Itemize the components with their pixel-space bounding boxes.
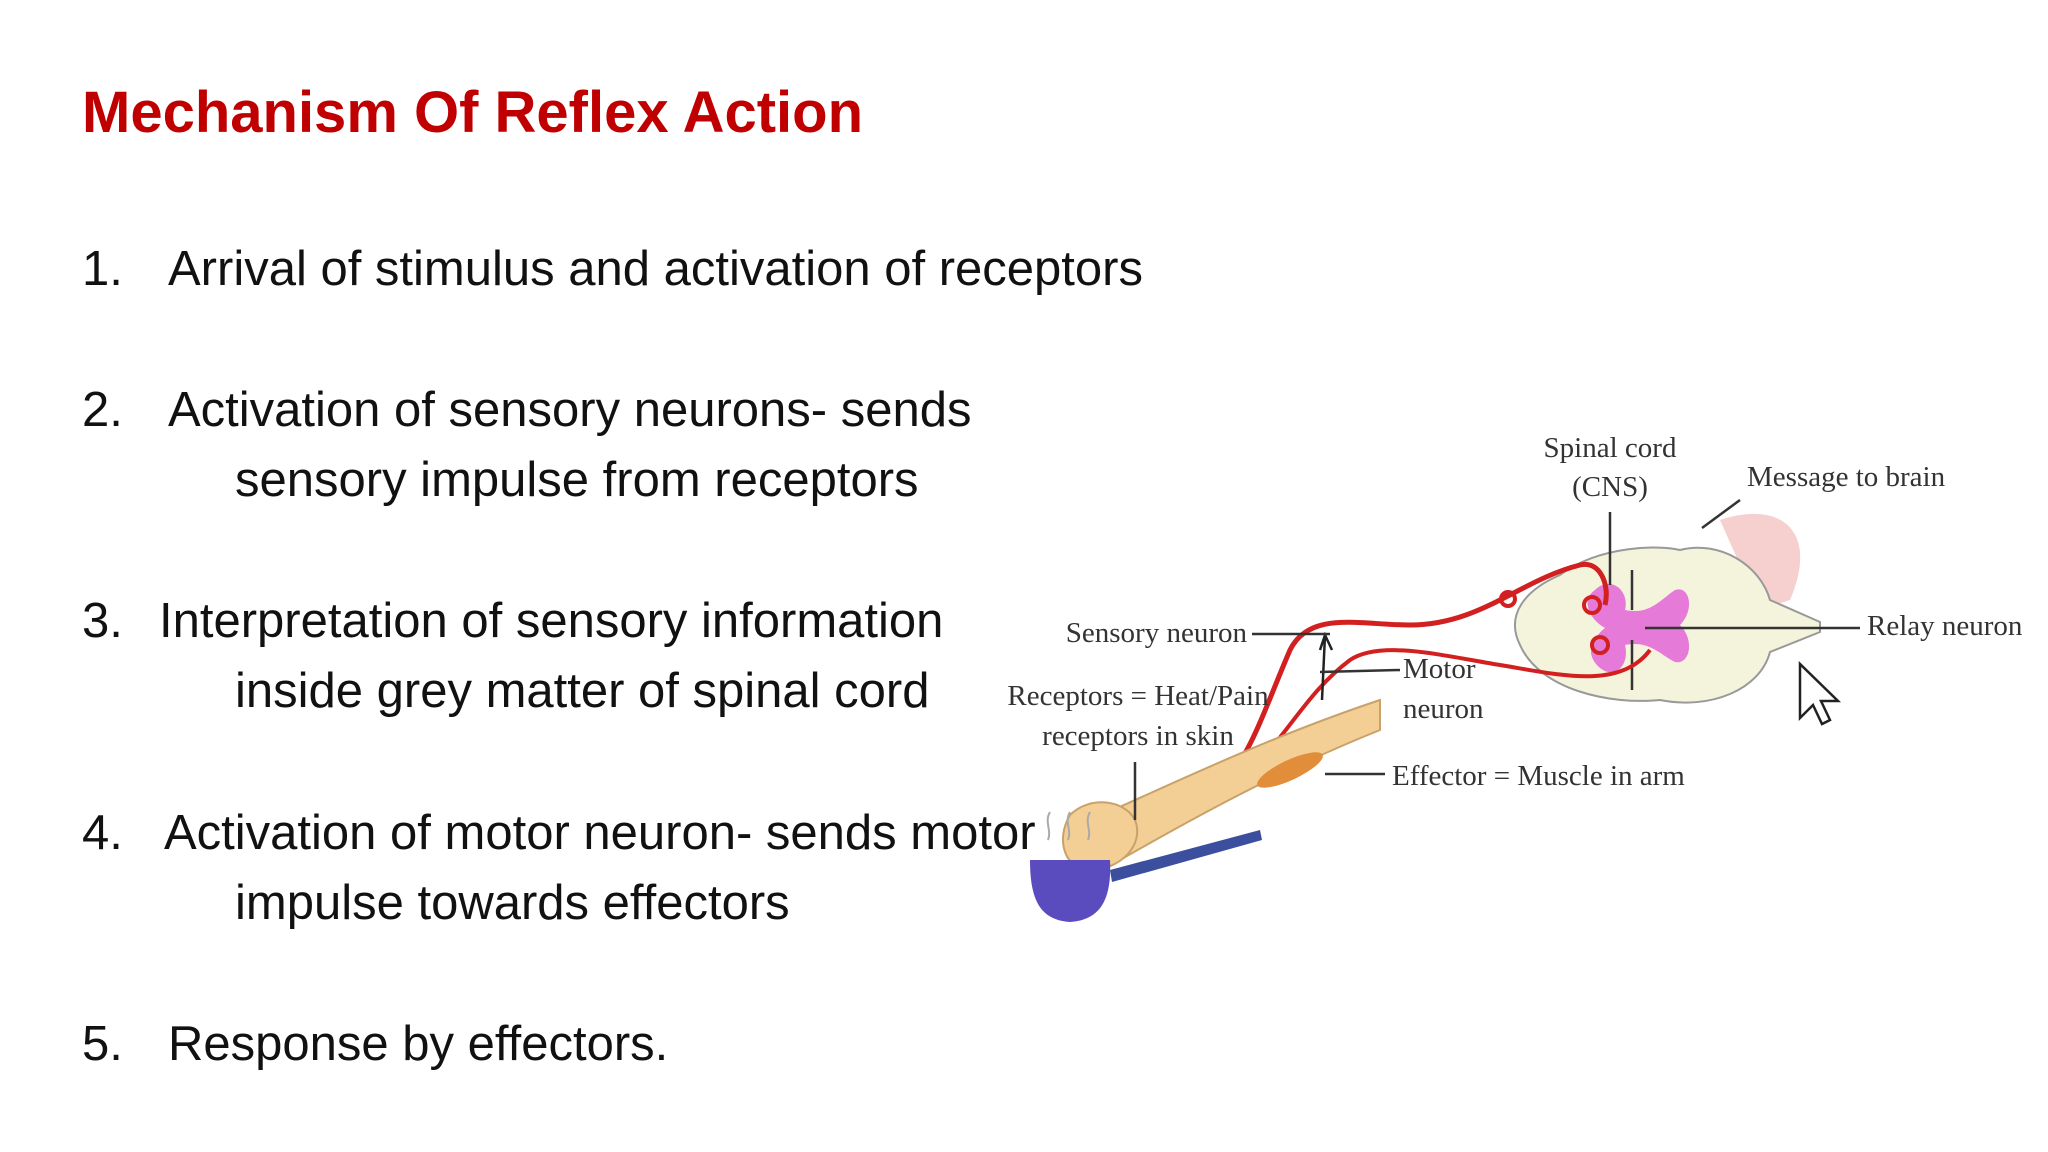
list-item: 1. Arrival of stimulus and activation of … bbox=[82, 234, 1143, 304]
list-item: 4. Activation of motor neuron- sends moto… bbox=[82, 798, 1036, 938]
grey-matter bbox=[1587, 583, 1690, 673]
cooking-pan bbox=[1030, 860, 1111, 922]
list-item-number: 4. bbox=[82, 806, 123, 860]
pan-handle bbox=[1110, 830, 1262, 882]
reflex-arc-diagram: Spinal cord (CNS) Message to brain Senso… bbox=[1007, 432, 2023, 922]
slide-title: Mechanism Of Reflex Action bbox=[82, 80, 864, 145]
list-item-text: Response by effectors. bbox=[168, 1017, 669, 1071]
label-receptors: Receptors = Heat/Pain bbox=[1007, 680, 1269, 712]
cursor-icon bbox=[1798, 661, 1842, 726]
list-item-continuation: inside grey matter of spinal cord bbox=[235, 664, 930, 718]
list-item-text: Activation of motor neuron- sends motor bbox=[164, 806, 1036, 860]
label-message-to-brain: Message to brain bbox=[1747, 461, 1946, 493]
list-item-continuation: sensory impulse from receptors bbox=[235, 453, 919, 507]
brain-message-tract bbox=[1720, 513, 1801, 610]
list-item-number: 2. bbox=[82, 383, 123, 437]
list-item: 5. Response by effectors. bbox=[82, 1009, 668, 1079]
forearm bbox=[1088, 698, 1381, 862]
sensory-neuron-path bbox=[1208, 561, 1609, 802]
label-neuron: neuron bbox=[1403, 693, 1484, 725]
hand bbox=[1061, 801, 1139, 872]
label-spinal-cord: Spinal cord bbox=[1544, 432, 1677, 464]
list-item-number: 5. bbox=[82, 1017, 123, 1071]
label-pointers bbox=[1133, 498, 1860, 820]
list-item-continuation: impulse towards effectors bbox=[235, 876, 790, 930]
list-item: 3.Interpretation of sensory information … bbox=[82, 586, 943, 726]
sensory-ganglion-marker bbox=[1499, 590, 1517, 608]
list-item-text: Arrival of stimulus and activation of re… bbox=[168, 242, 1143, 296]
label-relay-neuron: Relay neuron bbox=[1867, 610, 2023, 642]
label-sensory-neuron: Sensory neuron bbox=[1066, 617, 1248, 649]
spinal-cord bbox=[1514, 513, 1821, 704]
label-motor: Motor bbox=[1403, 653, 1476, 685]
label-effector: Effector = Muscle in arm bbox=[1392, 760, 1685, 792]
arm-illustration bbox=[1030, 698, 1381, 922]
impulse-arrows bbox=[1318, 631, 1334, 701]
relay-synapse-1 bbox=[1582, 595, 1602, 615]
effector-muscle bbox=[1257, 752, 1323, 788]
steam bbox=[1046, 811, 1091, 841]
list-item-text: Activation of sensory neurons- sends bbox=[168, 383, 972, 437]
list-item-text: Interpretation of sensory information bbox=[159, 594, 944, 648]
relay-synapse-2 bbox=[1590, 635, 1610, 655]
label-receptors-in-skin: receptors in skin bbox=[1042, 720, 1234, 752]
label-cns: (CNS) bbox=[1572, 471, 1648, 503]
list-item-number: 3. bbox=[82, 594, 123, 648]
list-item: 2. Activation of sensory neurons- sends s… bbox=[82, 375, 971, 515]
list-item-number: 1. bbox=[82, 242, 123, 296]
